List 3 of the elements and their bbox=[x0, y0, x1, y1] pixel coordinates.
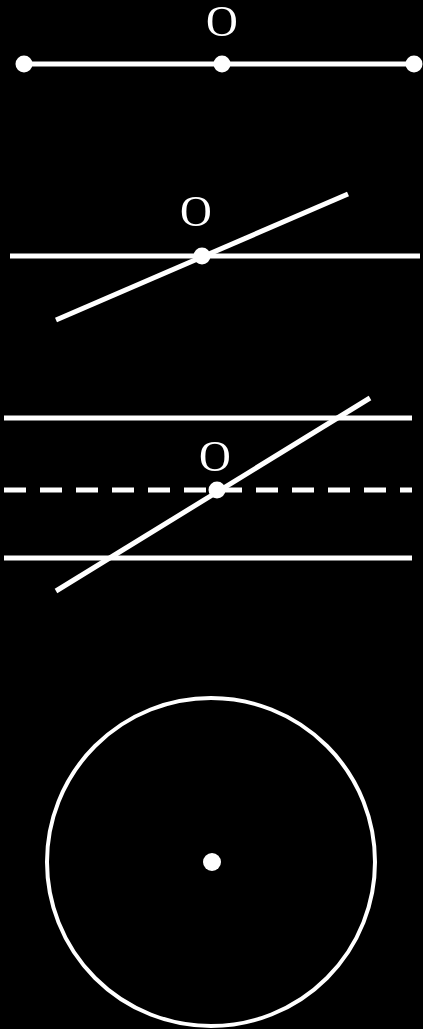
point-label: O bbox=[199, 435, 231, 479]
point-label: O bbox=[206, 0, 238, 44]
point-label: O bbox=[180, 190, 212, 234]
